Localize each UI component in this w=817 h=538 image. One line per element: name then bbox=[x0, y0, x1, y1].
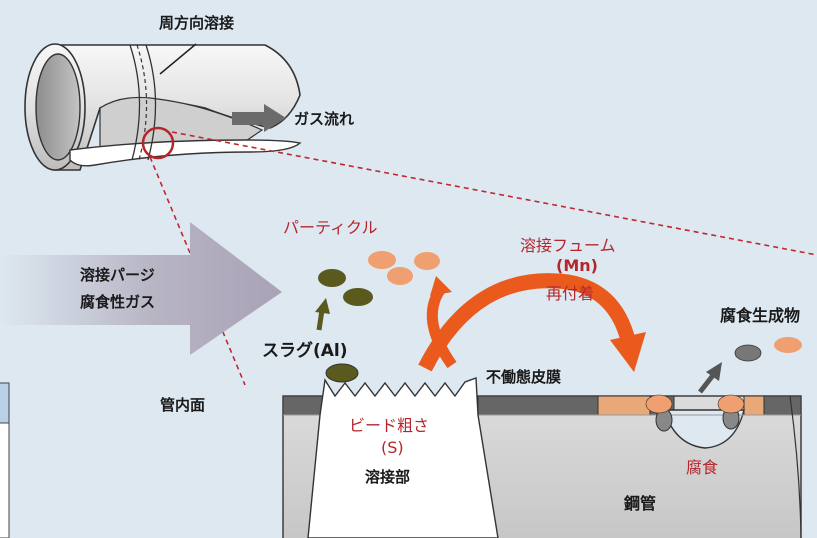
corrosion-particles bbox=[645, 394, 745, 432]
gas-flow-arrow bbox=[232, 104, 286, 132]
label-circumferential-weld: 周方向溶接 bbox=[159, 14, 235, 32]
label-weld-fume-2: (Mn) bbox=[556, 256, 598, 275]
zoom-guide-lines bbox=[149, 131, 817, 386]
label-passive-film: 不働態皮膜 bbox=[486, 368, 562, 386]
particle-dot bbox=[387, 267, 413, 285]
weld-fume-arrows bbox=[418, 273, 646, 372]
label-particle: パーティクル bbox=[283, 218, 378, 237]
slag-dot bbox=[318, 269, 346, 287]
weld-callout-leader bbox=[159, 43, 197, 75]
inspection-circle bbox=[141, 126, 175, 160]
pipe-illustration bbox=[24, 43, 302, 171]
corrosion-products-icons bbox=[698, 337, 802, 394]
particle-dot bbox=[368, 251, 396, 269]
label-corrosion: 腐食 bbox=[686, 458, 719, 477]
label-pipe-inner-surface: 管内面 bbox=[160, 396, 206, 414]
label-bead-roughness-1: ビード粗さ bbox=[349, 416, 430, 435]
label-gas-flow: ガス流れ bbox=[294, 110, 355, 128]
label-purge-gas-1: 溶接パージ bbox=[80, 266, 155, 284]
slag-dot bbox=[343, 288, 373, 306]
particle-dot bbox=[414, 252, 440, 270]
label-corrosion-products: 腐食生成物 bbox=[720, 306, 801, 325]
purge-gas-arrow bbox=[0, 222, 282, 355]
label-purge-gas-2: 腐食性ガス bbox=[80, 293, 156, 311]
slag-deposit bbox=[325, 363, 359, 383]
label-steel-pipe: 鋼管 bbox=[624, 494, 657, 513]
weld-bead bbox=[307, 377, 499, 538]
side-panel-fragment bbox=[0, 382, 10, 538]
particle-dots bbox=[318, 251, 440, 306]
label-weld-zone: 溶接部 bbox=[365, 468, 411, 486]
label-weld-fume-3: 再付着 bbox=[546, 284, 595, 303]
label-slag: スラグ(Al) bbox=[262, 341, 348, 361]
label-weld-fume-1: 溶接フューム bbox=[520, 236, 616, 255]
label-bead-roughness-2: (S) bbox=[381, 438, 404, 457]
slag-arrow bbox=[315, 298, 330, 331]
